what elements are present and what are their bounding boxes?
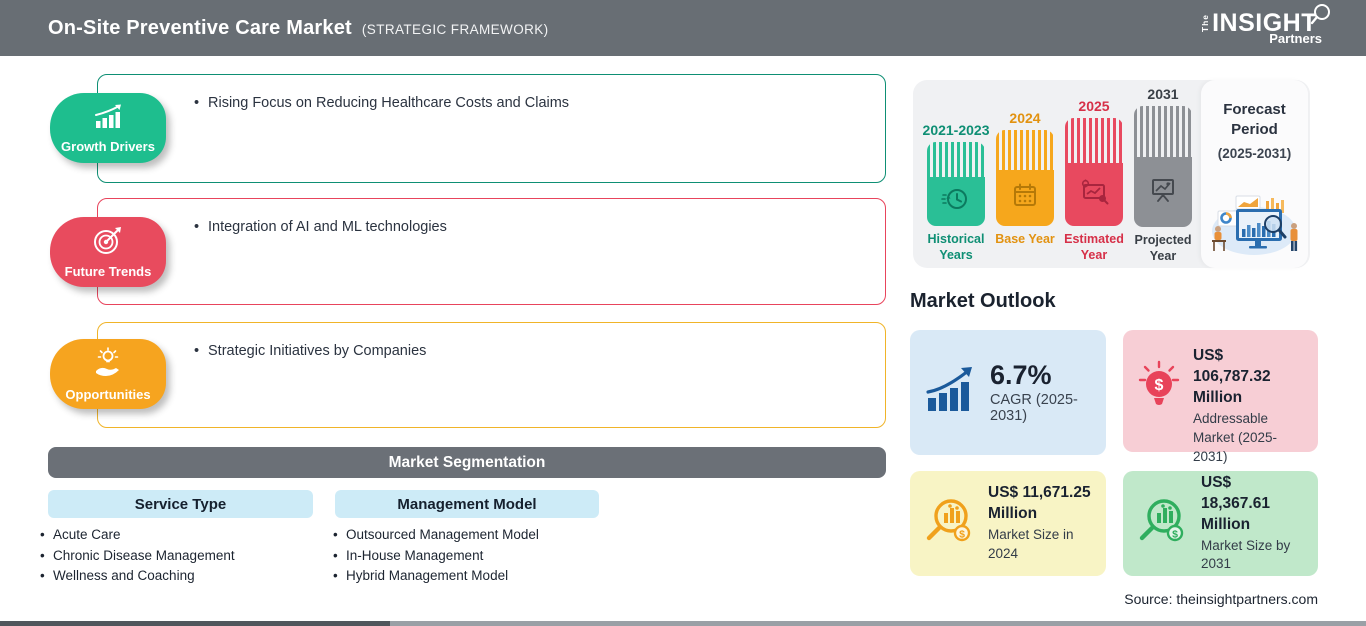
svg-text:$: $ [1155,377,1164,394]
bulb-dollar-icon: $ [1137,360,1181,417]
source-attribution: Source: theinsightpartners.com [1124,591,1318,607]
timeline-caption: Projected Year [1134,232,1192,263]
projection-screen-icon [1148,175,1178,208]
forecast-period-range: (2025-2031) [1217,146,1292,161]
hand-bulb-icon [91,346,125,384]
list-item: Acute Care [40,525,235,546]
timeline-caption: Estimated Year [1064,232,1124,263]
market-size-2031-card: $ US$ 18,367.61 Million Market Size by 2… [1123,471,1318,576]
service-type-label: Service Type [134,495,227,513]
insight-partners-logo: The INSIGHT Partners [1200,3,1338,46]
svg-text:$: $ [959,529,965,541]
growth-drivers-box: Rising Focus on Reducing Healthcare Cost… [97,74,886,183]
magnifier-chart-icon: $ [1137,495,1189,552]
opportunities-label: Opportunities [65,386,151,402]
timeline-bar-estimated: 2025 Estimated Year [1064,86,1124,264]
timeline-year: 2024 [1009,110,1041,126]
bottom-strip [0,621,1366,626]
market-size-2024-label: Market Size in 2024 [988,527,1074,561]
target-dart-icon [92,226,124,261]
analytics-people-illustration [1206,193,1303,262]
history-clock-icon [941,184,971,219]
management-model-label: Management Model [397,495,537,513]
list-item: Outsourced Management Model [333,525,539,546]
market-size-2024-card: $ US$ 11,671.25 Million Market Size in 2… [910,471,1106,576]
forecast-period-title: Forecast Period [1223,101,1286,138]
service-type-list: Acute Care Chronic Disease Management We… [40,525,235,587]
forecast-period-panel: Forecast Period (2025-2031) [1201,80,1308,268]
market-size-2024-value: US$ 11,671.25 Million [988,484,1091,523]
market-segmentation-header: Market Segmentation [48,447,886,478]
page-title: On-Site Preventive Care Market [48,16,352,39]
magnifier-chart-icon: $ [924,495,976,552]
growth-drivers-pill: Growth Drivers [50,93,166,163]
opportunities-box: Strategic Initiatives by Companies [97,322,886,428]
addressable-market-card: $ US$ 106,787.32 Million Addressable Mar… [1123,330,1318,464]
logo-partners-text: Partners [1269,30,1322,46]
opportunity-item: Strategic Initiatives by Companies [194,343,865,359]
magnifier-icon [1310,3,1332,30]
growth-chart-icon [90,103,126,136]
list-item: In-House Management [333,546,539,567]
growth-driver-item: Rising Focus on Reducing Healthcare Cost… [194,95,865,111]
timeline-bar-historical: 2021-2023 Historical Years [923,86,990,264]
list-item: Hybrid Management Model [333,566,539,587]
market-segmentation-title: Market Segmentation [388,453,546,471]
future-trends-label: Future Trends [64,263,152,279]
list-item: Chronic Disease Management [40,546,235,567]
future-trends-pill: Future Trends [50,217,166,287]
market-size-2031-value: US$ 18,367.61 Million [1201,473,1270,533]
timeline-bars: 2021-2023 Historical Years 2024 [923,86,1196,264]
cagr-card: 6.7% CAGR (2025-2031) [910,330,1106,455]
market-size-2031-label: Market Size by 2031 [1201,537,1291,572]
logo-the-text: The [1200,13,1211,33]
timeline-year: 2021-2023 [922,122,990,138]
header-bar: On-Site Preventive Care Market (STRATEGI… [0,0,1366,56]
opportunities-pill: Opportunities [50,339,166,409]
cagr-chart-icon [924,366,978,419]
timeline-year: 2031 [1147,86,1179,102]
segment-header-service-type: Service Type [48,490,313,518]
timeline-year: 2025 [1078,98,1110,114]
timeline-bar-base: 2024 Base Year [995,86,1055,264]
management-model-list: Outsourced Management Model In-House Man… [333,525,539,587]
addressable-market-value: US$ 106,787.32 Million [1193,347,1271,406]
monitor-analysis-icon [1079,178,1109,211]
page-subtitle: (STRATEGIC FRAMEWORK) [361,21,549,37]
timeline-bar-projected: 2031 Projected Year [1133,86,1193,264]
logo-insight-text: INSIGHT [1212,8,1317,37]
segment-header-management-model: Management Model [335,490,599,518]
future-trends-box: Integration of AI and ML technologies [97,198,886,305]
market-outlook-title: Market Outlook [910,290,1056,312]
list-item: Wellness and Coaching [40,566,235,587]
growth-drivers-label: Growth Drivers [61,138,155,154]
calendar-icon [1011,182,1039,215]
timeline-caption: Base Year [995,232,1055,246]
cagr-value: 6.7% [990,359,1052,390]
cagr-label: CAGR (2025-2031) [990,392,1078,425]
future-trend-item: Integration of AI and ML technologies [194,219,865,235]
addressable-market-label: Addressable Market (2025-2031) [1193,410,1278,464]
timeline-caption: Historical Years [927,232,985,263]
svg-text:$: $ [1172,529,1178,541]
bottom-strip-left [0,621,390,626]
